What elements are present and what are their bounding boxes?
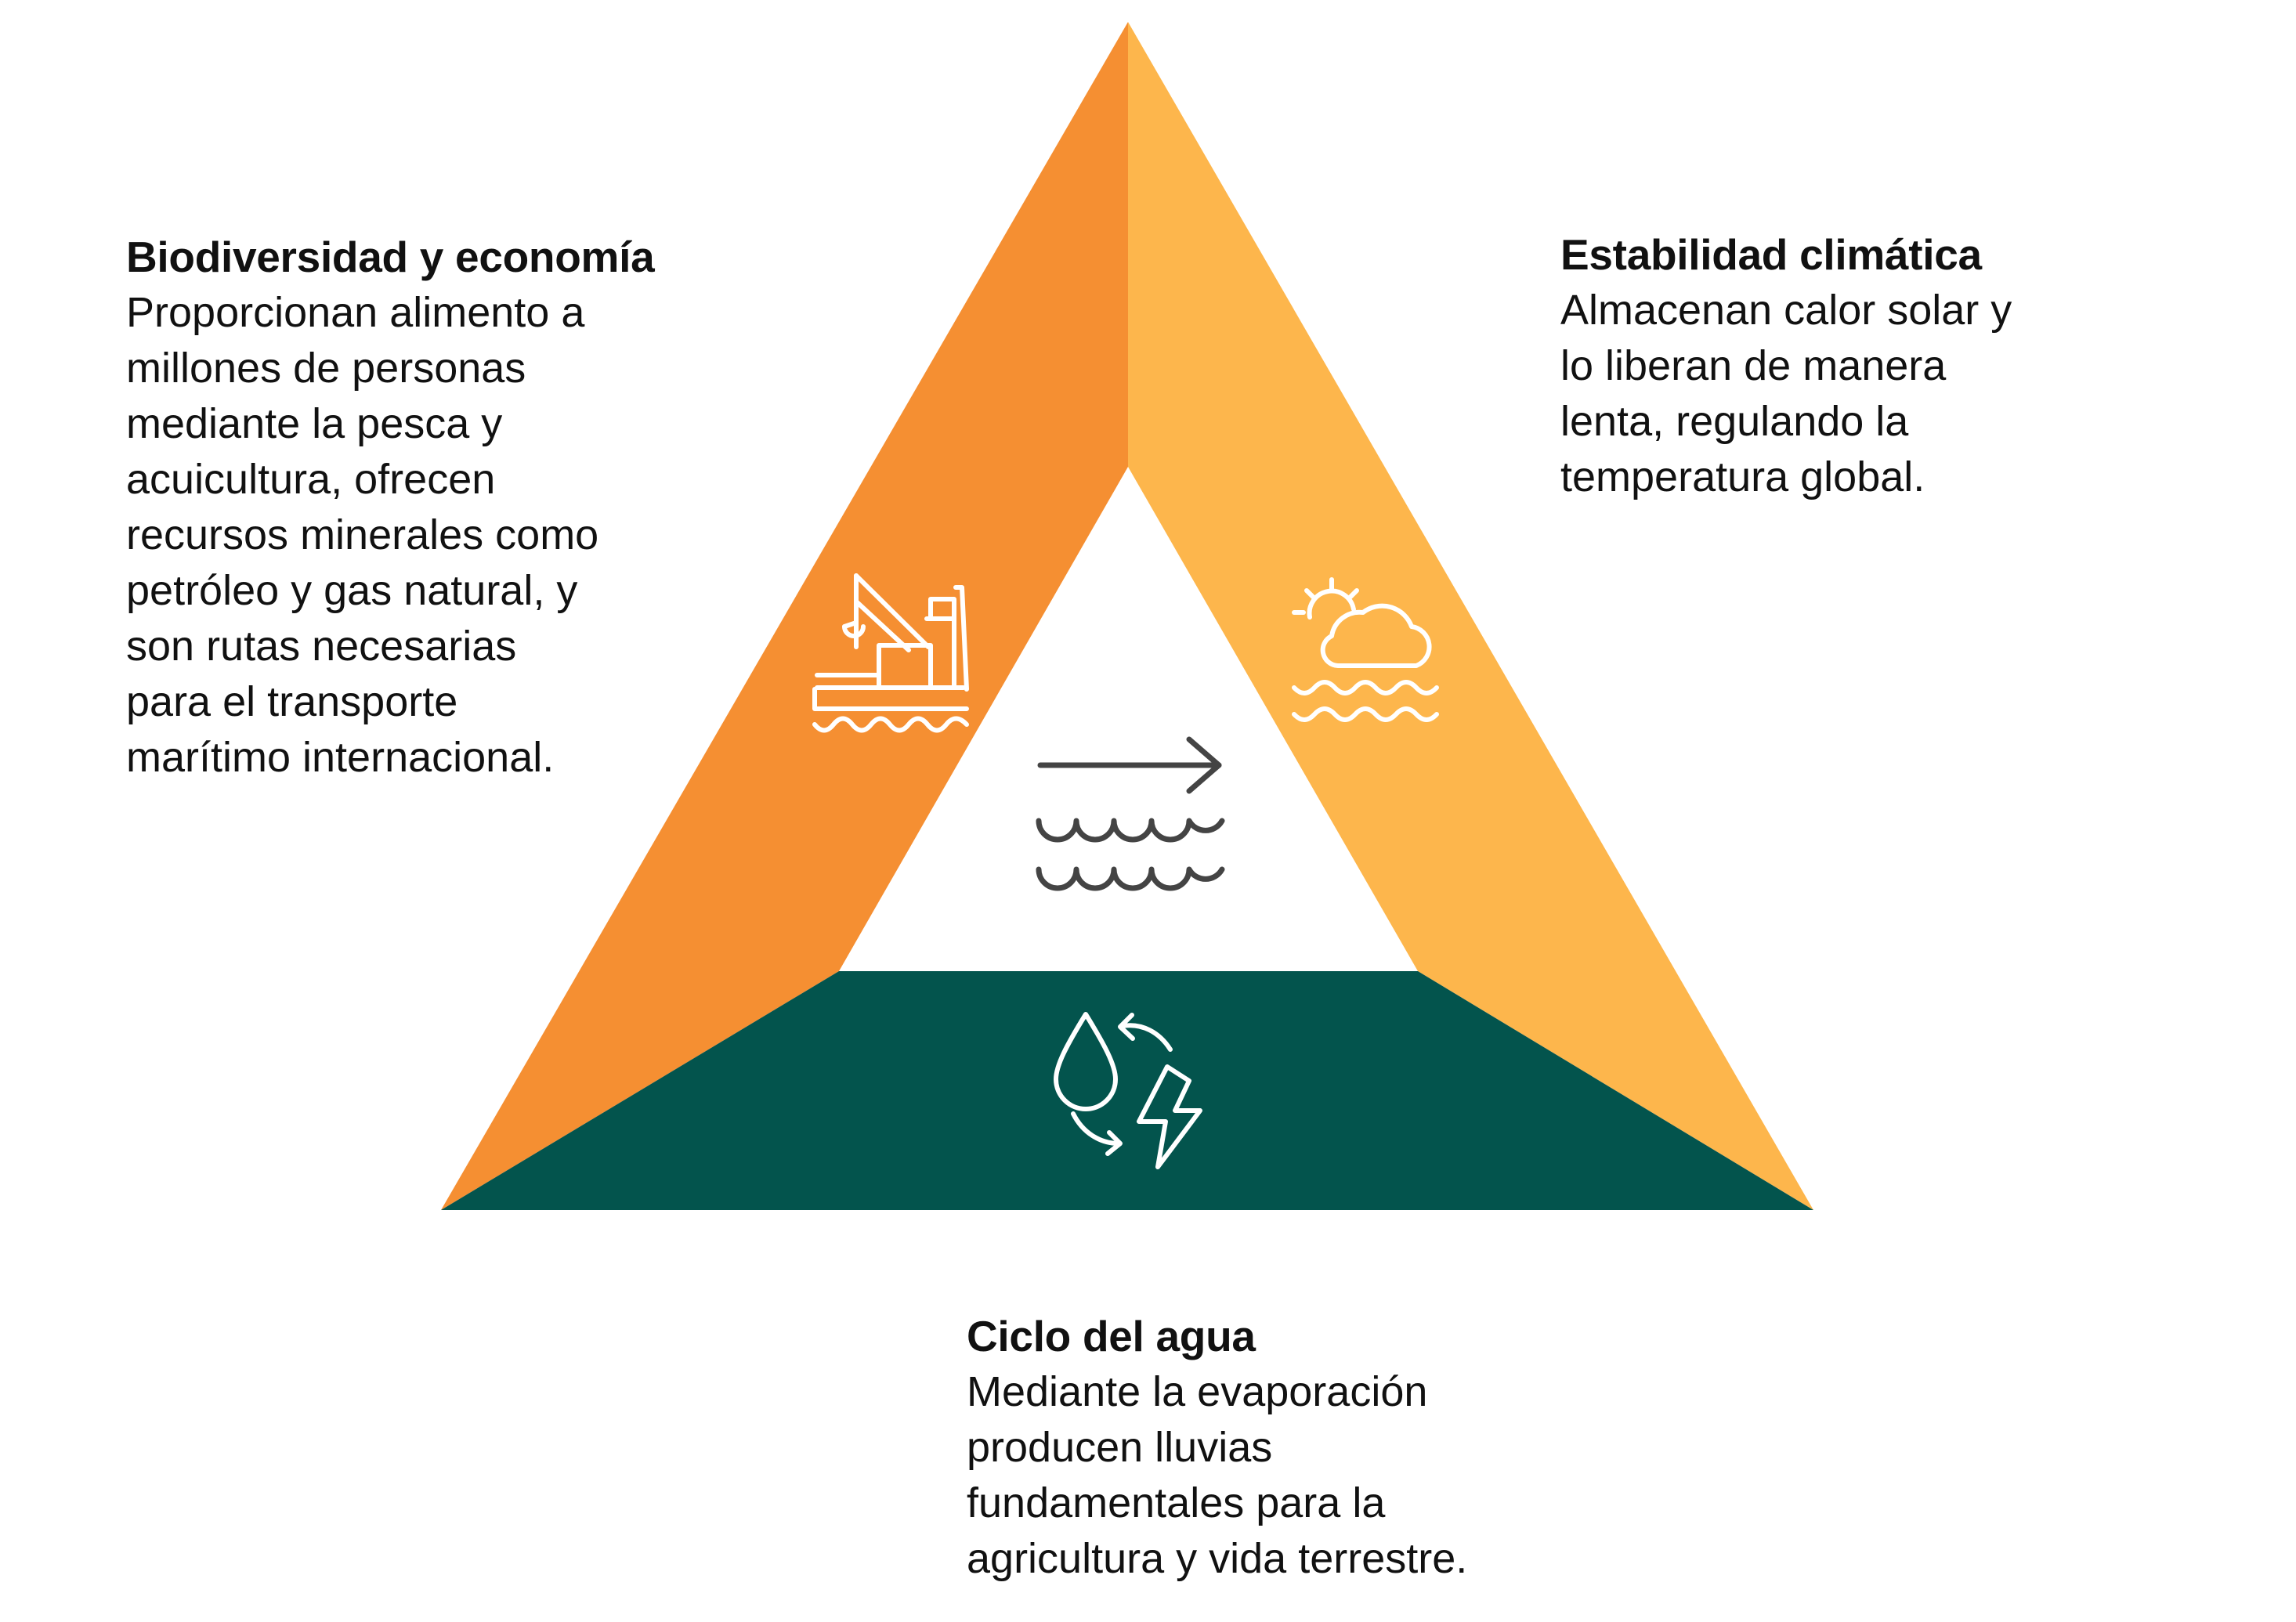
biodiversity-line: mediante la pesca y [126,400,503,447]
water-cycle-energy-icon [1054,1012,1202,1169]
cycle-arrow-icon [1120,1023,1173,1052]
water-drop-icon [1054,1012,1118,1111]
biodiversity-description: Proporcionan alimento a millones de pers… [126,285,654,786]
climate-line: lenta, regulando la [1560,398,1909,445]
triangle-left-segment [441,22,1128,1210]
climate-description: Almacenan calor solar y lo liberan de ma… [1560,283,2012,505]
current-and-waves-icon [1036,736,1225,891]
climate-text-block: Estabilidad climática Almacenan calor so… [1560,226,2012,505]
biodiversity-line: recursos minerales como [126,511,599,558]
climate-line: Almacenan calor solar y [1560,287,2012,334]
biodiversity-text-block: Biodiversidad y economía Proporcionan al… [126,229,655,786]
biodiversity-line: son rutas necesarias [126,623,517,670]
lightning-icon [1137,1064,1202,1169]
water-cycle-line: fundamentales para la [967,1479,1386,1526]
biodiversity-line: Proporcionan alimento a [126,289,585,336]
water-cycle-line: agricultura y vida terrestre. [967,1535,1468,1582]
biodiversity-line: para el transporte [126,678,458,725]
ship-crane-icon [812,573,969,733]
biodiversity-line: petróleo y gas natural, y [126,567,578,614]
sun-cloud-waves-icon [1292,577,1439,722]
water-cycle-line: Mediante la evaporación [967,1368,1428,1415]
biodiversity-line: millones de personas [126,345,526,392]
climate-line: lo liberan de manera [1560,342,1947,389]
wave-icon [1036,818,1225,843]
biodiversity-line: acuicultura, ofrecen [126,456,496,503]
biodiversity-line: marítimo internacional. [126,734,555,781]
water-cycle-description: Mediante la evaporación producen lluvias… [967,1364,1467,1587]
biodiversity-title: Biodiversidad y economía [126,233,655,281]
water-cycle-line: producen lluvias [967,1424,1273,1471]
triangle-base-segment [441,971,1813,1210]
wave-icon [1036,866,1225,891]
triangle-right-segment [1128,22,1813,1210]
water-cycle-text-block: Ciclo del agua Mediante la evaporación p… [967,1308,1467,1587]
climate-line: temperatura global. [1560,453,1925,500]
cycle-arrow-icon [1071,1111,1121,1146]
water-cycle-title: Ciclo del agua [967,1312,1256,1360]
climate-title: Estabilidad climática [1560,230,1982,279]
